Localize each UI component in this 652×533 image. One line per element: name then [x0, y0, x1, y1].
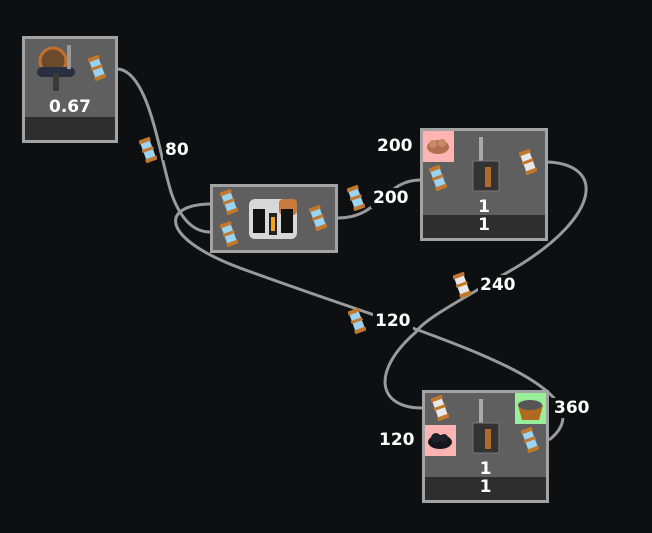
- water-barrel-icon: [219, 220, 239, 251]
- water-barrel-icon: [87, 54, 107, 85]
- input-rate-label: 120: [377, 430, 417, 450]
- node-refinery-top[interactable]: 1 1: [420, 128, 548, 241]
- input-rate-label: 200: [375, 136, 415, 156]
- refinery-icon: [472, 137, 500, 192]
- link-assembler-refinery-bottom[interactable]: [174, 202, 565, 442]
- steam-barrel-icon: [452, 271, 472, 302]
- steam-barrel-icon: [430, 394, 450, 425]
- node-rate: 1: [478, 197, 490, 217]
- stone-basket-icon: [515, 393, 546, 424]
- water-barrel-icon: [428, 164, 448, 195]
- output-rate-label: 360: [552, 398, 592, 418]
- offshore-pump-icon: [37, 45, 75, 91]
- node-supply[interactable]: 0.67: [22, 36, 118, 143]
- water-barrel-icon: [138, 136, 158, 167]
- link-supply-assembler[interactable]: [117, 67, 211, 234]
- water-barrel-icon: [219, 188, 239, 219]
- node-band: [25, 117, 115, 140]
- water-barrel-icon: [346, 184, 366, 215]
- refinery-icon: [472, 399, 500, 454]
- node-band: 1: [423, 215, 545, 238]
- link-label: 240: [478, 275, 518, 295]
- node-rate: 1: [479, 459, 492, 479]
- iron-ore-icon: [423, 131, 454, 162]
- coal-icon: [425, 425, 456, 456]
- steam-barrel-icon: [518, 148, 538, 179]
- link-label: 200: [371, 188, 411, 208]
- link-label: 120: [373, 311, 413, 331]
- water-barrel-icon: [520, 426, 540, 457]
- node-band: 1: [425, 477, 546, 500]
- water-barrel-icon: [308, 204, 328, 235]
- water-barrel-icon: [347, 307, 367, 338]
- link-label: 80: [163, 140, 191, 160]
- assembler-icon: [249, 199, 297, 239]
- node-rate: 0.67: [49, 97, 91, 117]
